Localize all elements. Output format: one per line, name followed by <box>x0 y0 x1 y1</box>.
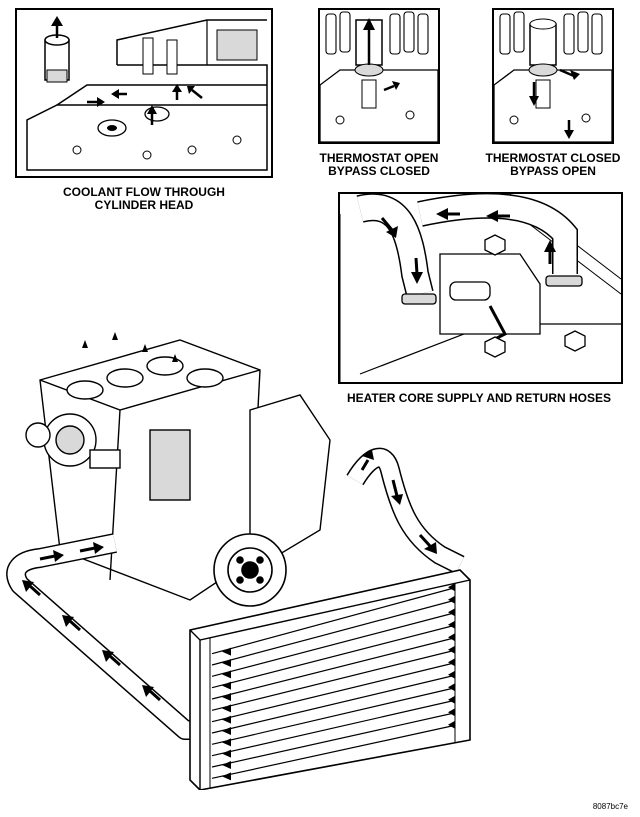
flow-pass-line <box>211 650 454 711</box>
flow-arrow-icon <box>51 16 203 125</box>
flow-pass-line <box>211 725 454 779</box>
turbocharger-icon <box>25 413 121 469</box>
thermostat-open-panel <box>318 8 440 144</box>
flow-arrow-icon <box>380 208 556 284</box>
flow-arrow-icon <box>222 727 231 735</box>
flow-arrow-icon <box>222 670 231 679</box>
flow-pass-line <box>211 662 454 723</box>
flow-arrow-icon <box>448 695 455 704</box>
flow-arrow-icon <box>360 450 437 554</box>
pulley-icon <box>213 533 287 607</box>
bolt-icon <box>509 113 591 125</box>
bolt-icon <box>72 135 242 160</box>
flow-arrow-icon <box>448 670 455 679</box>
thermostat-open-illustration <box>320 11 438 142</box>
heater-hoses-caption: HEATER CORE SUPPLY AND RETURN HOSES <box>346 391 612 405</box>
heater-hoses-panel <box>338 192 623 384</box>
flow-arrow-icon <box>222 704 231 713</box>
thermostat-closed-illustration <box>494 11 612 142</box>
flow-arrow-icon <box>222 659 231 667</box>
flow-arrow-icon <box>448 620 455 629</box>
flow-arrow-icon <box>529 68 580 139</box>
flow-pass-line <box>211 637 454 700</box>
flow-arrow-icon <box>222 693 231 701</box>
thermostat-open-caption: THERMOSTAT OPEN BYPASS CLOSED <box>319 151 439 178</box>
flow-arrow-icon <box>222 761 231 769</box>
engine-block <box>39 339 331 601</box>
flow-arrow-icon <box>448 595 455 604</box>
cylinder-head-illustration <box>17 10 271 176</box>
figure-id: 8087bc7e <box>592 802 628 811</box>
flow-arrow-icon <box>448 583 455 592</box>
flow-arrow-icon <box>222 715 231 724</box>
flow-arrow-icon <box>448 633 455 642</box>
flow-pass-line <box>211 600 454 666</box>
cylinder-head-caption: COOLANT FLOW THROUGH CYLINDER HEAD <box>63 185 225 212</box>
bolt-icon <box>484 234 586 358</box>
engine-heater-core-illustration <box>6 332 471 790</box>
flow-pass-line <box>211 700 454 757</box>
flow-pass-line <box>211 612 454 677</box>
flow-arrow-icon <box>448 720 455 729</box>
flow-arrow-icon <box>222 749 231 758</box>
thermostat-closed-panel <box>492 8 614 144</box>
hose-clamp-icon <box>401 275 583 305</box>
cylinder-head-panel <box>15 8 273 178</box>
thermostat-closed-caption: THERMOSTAT CLOSED BYPASS OPEN <box>485 151 621 178</box>
flow-arrow-icon <box>222 738 231 747</box>
flow-arrow-icon <box>222 647 231 656</box>
flow-pass-line <box>211 625 454 689</box>
flow-arrow-icon <box>222 681 231 690</box>
flow-pass-line <box>211 675 454 734</box>
bolt-icon <box>335 110 415 125</box>
flow-arrow-icon <box>448 658 455 667</box>
flow-arrow-icon <box>448 683 455 692</box>
flow-arrow-icon <box>363 18 400 92</box>
flow-arrow-icon <box>22 542 162 702</box>
flow-arrow-icon <box>448 608 455 617</box>
flow-arrow-icon <box>448 645 455 654</box>
flow-arrow-icon <box>448 708 455 717</box>
flow-pass-line <box>211 587 454 655</box>
flow-pass-line <box>211 712 454 768</box>
heater-core <box>189 569 471 790</box>
heater-hoses-illustration <box>340 194 621 382</box>
flow-arrow-icon <box>222 772 231 781</box>
heater-core-flow-passes <box>211 583 455 781</box>
flow-pass-line <box>211 687 454 745</box>
flow-arrow-icon <box>82 332 178 362</box>
